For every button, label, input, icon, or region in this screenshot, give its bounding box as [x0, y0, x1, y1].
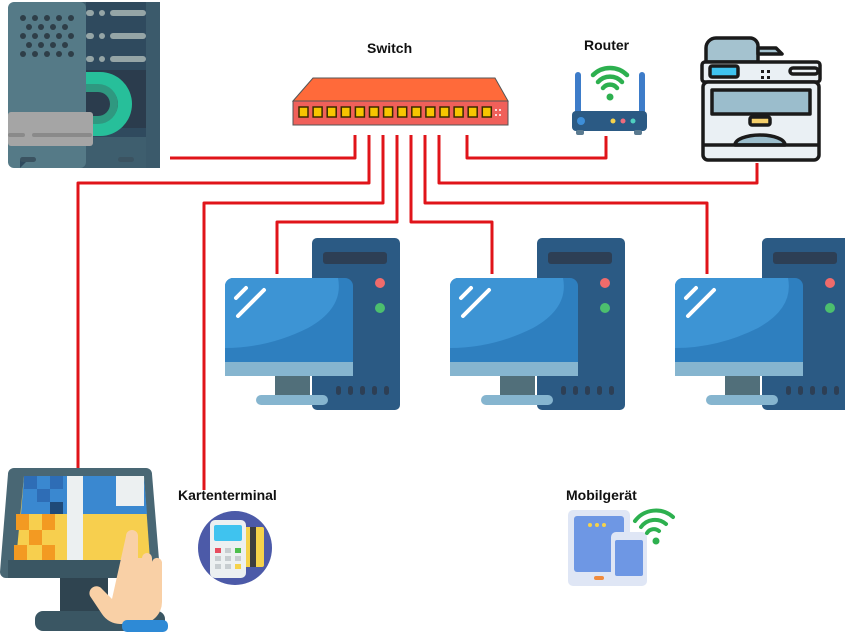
switch-port — [382, 106, 394, 118]
switch-port — [354, 106, 366, 118]
card-terminal-icon[interactable] — [198, 511, 272, 585]
switch-port — [368, 106, 380, 118]
switch-label: Switch — [367, 40, 413, 56]
cable-printer — [437, 135, 759, 185]
switch-port — [411, 106, 422, 118]
cable-card-terminal — [202, 135, 385, 490]
card-terminal-label: Kartenterminal — [178, 487, 277, 503]
cable-workstation-2 — [409, 135, 494, 274]
workstations — [225, 238, 845, 410]
server-tower-icon[interactable] — [8, 2, 160, 168]
desktop-computer-icon[interactable] — [225, 238, 400, 410]
switch-port — [312, 106, 323, 118]
multifunction-printer-icon[interactable] — [700, 36, 822, 162]
router-label: Router — [584, 37, 630, 53]
switch-port — [425, 106, 436, 118]
cable-pos-terminal — [76, 135, 371, 468]
cables — [76, 135, 759, 490]
cable-router — [465, 135, 608, 160]
touchscreen-pos-icon[interactable] — [0, 468, 168, 632]
cable-workstation-3 — [423, 135, 709, 274]
switch-port — [453, 106, 464, 118]
switch-port — [481, 106, 493, 118]
wifi-router-icon[interactable] — [572, 65, 647, 135]
switch-port — [396, 106, 408, 118]
switch-ports — [298, 106, 493, 118]
mobile-devices-wifi-icon[interactable] — [568, 508, 675, 586]
switch-port — [326, 106, 337, 118]
switch-port — [439, 106, 450, 118]
desktop-computer-icon[interactable] — [675, 238, 845, 410]
cable-workstation-1 — [275, 135, 399, 274]
switch-port — [298, 106, 309, 118]
network-switch-icon[interactable] — [291, 77, 509, 126]
desktop-computer-icon[interactable] — [450, 238, 625, 410]
switch-port — [467, 106, 478, 118]
mobile-label: Mobilgerät — [566, 487, 637, 503]
switch-port — [340, 106, 352, 118]
cable-server — [170, 135, 357, 160]
